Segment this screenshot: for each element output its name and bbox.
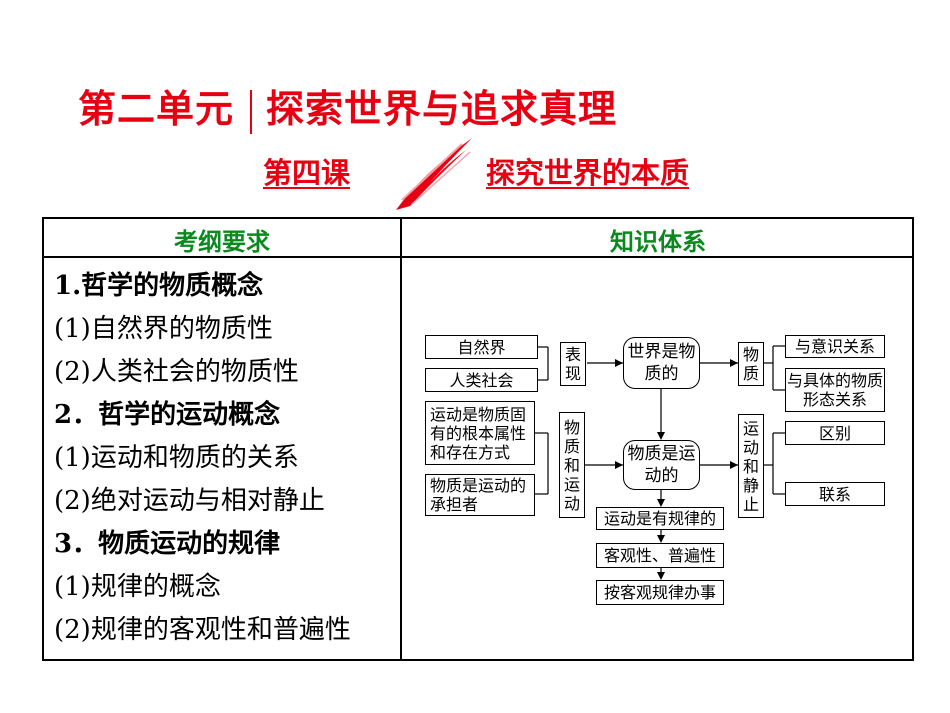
world-material-box: 世界是物质的 — [623, 337, 700, 389]
matter-bearer-box: 物质是运动的承担者 — [425, 474, 535, 516]
motion-and-rest-box: 运动和静止 — [738, 414, 764, 518]
society-box: 人类社会 — [425, 368, 538, 392]
matter-box: 物质 — [738, 342, 764, 386]
matter-and-motion-box: 物质和运动 — [559, 412, 585, 518]
motion-attribute-box: 运动是物质固有的根本属性和存在方式 — [425, 401, 535, 465]
objective-universal-box: 客观性、普遍性 — [596, 543, 724, 568]
act-by-law-box: 按客观规律办事 — [596, 580, 724, 605]
consciousness-relation-box: 与意识关系 — [785, 335, 885, 358]
difference-box: 区别 — [785, 421, 885, 445]
relation-box: 联系 — [785, 482, 885, 506]
forms-relation-box: 与具体的物质形态关系 — [785, 368, 885, 412]
manifest-box: 表现 — [560, 342, 586, 386]
nature-box: 自然界 — [425, 335, 538, 359]
motion-law-box: 运动是有规律的 — [596, 507, 724, 530]
matter-moving-box: 物质是运动的 — [623, 440, 700, 490]
